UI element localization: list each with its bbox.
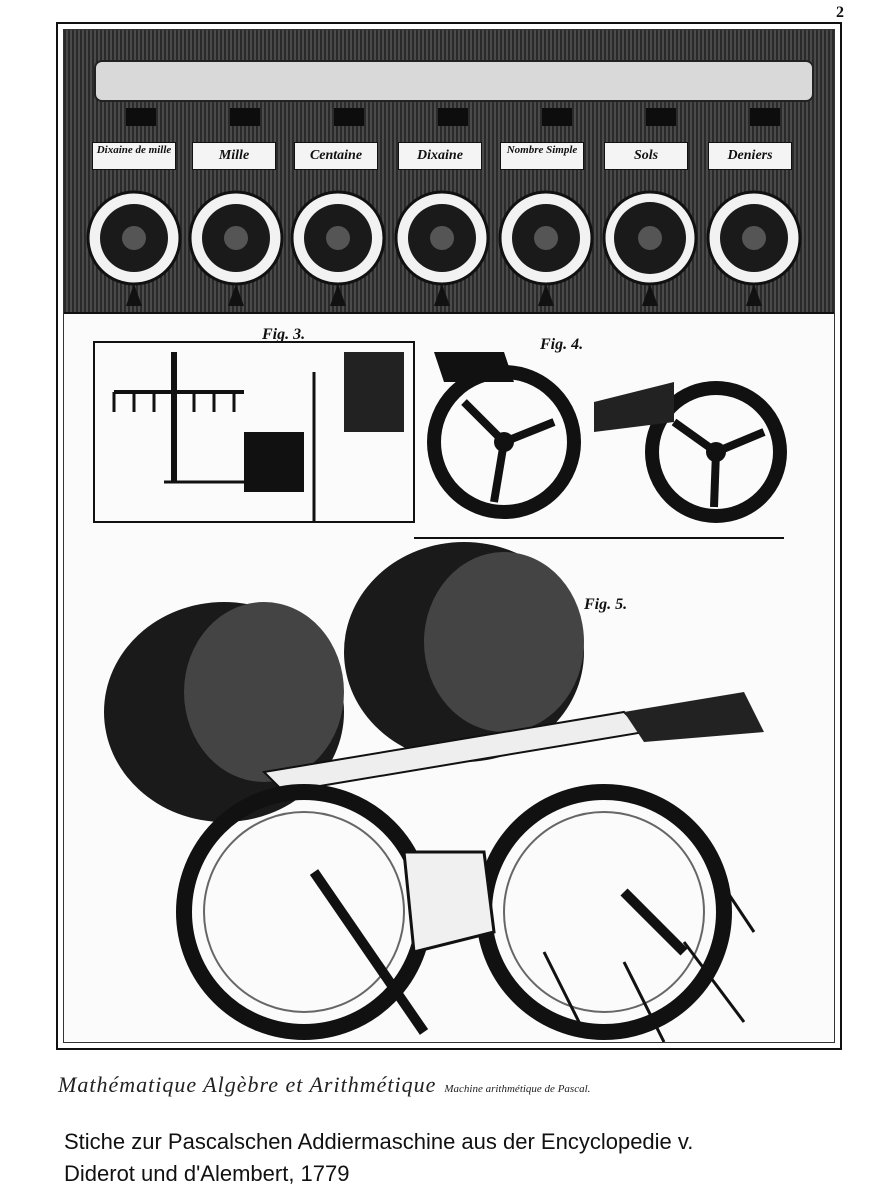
plate-caption: Mathématique Algèbre et Arithmétique Mac… xyxy=(58,1072,838,1098)
dial-label-dixaine: Dixaine xyxy=(398,142,482,170)
dial-panel: Dixaine de mille Mille Centaine Dixaine … xyxy=(64,30,834,314)
dial-label-mille: Mille xyxy=(192,142,276,170)
result-window xyxy=(334,108,364,126)
result-window xyxy=(438,108,468,126)
dial-wheels xyxy=(86,190,802,306)
engraving-plate: Dixaine de mille Mille Centaine Dixaine … xyxy=(56,22,842,1050)
photo-caption-line1: Stiche zur Pascalschen Addiermaschine au… xyxy=(64,1129,694,1154)
plate-caption-sub: Machine arithmétique de Pascal. xyxy=(444,1083,591,1095)
fig3-mechanism xyxy=(93,341,415,523)
plate-inner-border: Dixaine de mille Mille Centaine Dixaine … xyxy=(63,29,835,1043)
dial-label-nombre-simple: Nombre Simple xyxy=(500,142,584,170)
dial-label-deniers: Deniers xyxy=(708,142,792,170)
result-window xyxy=(126,108,156,126)
photo-caption-line2: Diderot und d'Alembert, 1779 xyxy=(64,1161,350,1186)
fig5-label: Fig. 5. xyxy=(584,596,628,613)
dial-label-dixaine-de-mille: Dixaine de mille xyxy=(92,142,176,170)
dial-wheel xyxy=(188,190,284,306)
fig4-label: Fig. 4. xyxy=(540,336,584,353)
fig4-wheels xyxy=(414,352,787,539)
dial-wheel xyxy=(290,190,386,306)
result-window xyxy=(750,108,780,126)
result-window xyxy=(542,108,572,126)
dial-wheel xyxy=(706,190,802,306)
dial-wheel xyxy=(498,190,594,306)
fig5-drums-and-wheels xyxy=(104,542,764,1042)
dial-wheel xyxy=(602,190,698,306)
result-window xyxy=(646,108,676,126)
figures-illustration xyxy=(93,341,787,1042)
dial-label-sols: Sols xyxy=(604,142,688,170)
fig3-label: Fig. 3. xyxy=(262,326,306,343)
photo-caption: Stiche zur Pascalschen Addiermaschine au… xyxy=(64,1126,844,1190)
dial-wheel xyxy=(394,190,490,306)
plate-caption-main: Mathématique Algèbre et Arithmétique xyxy=(58,1072,437,1097)
dial-label-centaine: Centaine xyxy=(294,142,378,170)
machine-cover-bar xyxy=(94,60,814,102)
result-window xyxy=(230,108,260,126)
dial-wheel xyxy=(86,190,182,306)
page-number: 2 xyxy=(836,4,844,21)
